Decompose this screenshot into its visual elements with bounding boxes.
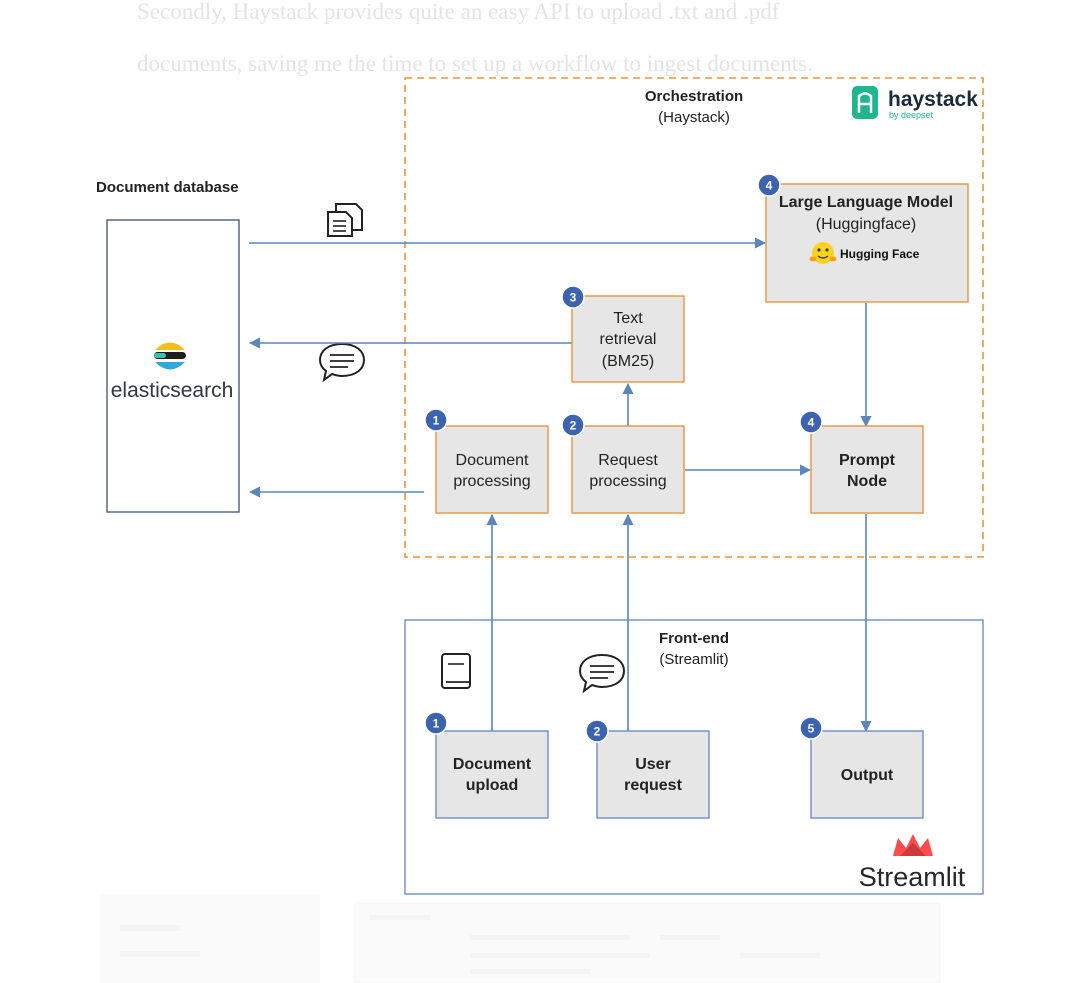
prompt-node-line-1: Prompt <box>839 452 896 469</box>
document-processing-line-1: Document <box>456 452 529 469</box>
document-processing-box <box>435 425 549 514</box>
output-label: Output <box>841 767 894 784</box>
haystack-wordmark: haystack <box>888 88 978 111</box>
user-request-line-2: request <box>624 777 682 794</box>
faded-background-screenshot <box>100 895 941 983</box>
document-processing-badge-number: 1 <box>433 414 440 428</box>
document-upload-badge: 1 <box>424 711 448 735</box>
hugging-face-wordmark: Hugging Face <box>840 247 920 261</box>
book-icon <box>441 653 471 689</box>
frontend-subtitle: (Streamlit) <box>659 651 728 668</box>
streamlit-crown-icon <box>893 834 933 856</box>
text-retrieval-line-3: (BM25) <box>602 353 654 370</box>
document-upload-line-1: Document <box>453 756 532 773</box>
streamlit-logo: Streamlit <box>859 834 966 892</box>
article-line-1: Secondly, Haystack provides quite an eas… <box>137 0 780 24</box>
document-processing-badge: 1 <box>424 408 448 432</box>
streamlit-wordmark: Streamlit <box>859 862 966 892</box>
elasticsearch-logo: elasticsearch <box>111 342 234 402</box>
elasticsearch-wordmark: elasticsearch <box>111 379 234 402</box>
documents-icon <box>327 203 363 237</box>
text-retrieval-badge: 3 <box>561 285 585 309</box>
llm-badge: 4 <box>757 173 781 197</box>
request-processing-badge-number: 2 <box>570 419 577 433</box>
frontend-container <box>404 619 984 895</box>
text-retrieval-badge-number: 3 <box>570 291 577 305</box>
output-box <box>810 730 924 819</box>
user-chat-icon <box>578 653 626 694</box>
request-processing-line-1: Request <box>598 452 658 469</box>
output-badge-number: 5 <box>808 722 815 736</box>
prompt-node-line-2: Node <box>847 473 887 490</box>
orchestration-subtitle: (Haystack) <box>658 109 730 126</box>
text-retrieval-box <box>571 295 685 383</box>
output-badge: 5 <box>799 716 823 740</box>
prompt-node-badge-number: 4 <box>808 416 815 430</box>
llm-title: Large Language Model <box>779 194 953 211</box>
request-processing-box <box>571 425 685 514</box>
document-upload-line-2: upload <box>466 777 518 794</box>
document-upload-badge-number: 1 <box>433 717 440 731</box>
document-database-title: Document database <box>96 179 239 196</box>
text-retrieval-line-2: retrieval <box>600 331 657 348</box>
llm-box <box>765 183 969 303</box>
text-retrieval-line-1: Text <box>613 310 643 327</box>
haystack-icon <box>852 86 878 119</box>
prompt-node-badge: 4 <box>799 410 823 434</box>
user-request-line-1: User <box>635 756 671 773</box>
article-line-2: documents, saving me the time to set up … <box>137 51 813 76</box>
document-upload-box <box>435 730 549 819</box>
article-text: Secondly, Haystack provides quite an eas… <box>137 0 997 90</box>
elasticsearch-icon <box>154 342 186 370</box>
llm-badge-number: 4 <box>766 179 773 193</box>
haystack-logo: haystack by deepset <box>852 86 978 120</box>
haystack-tagline: by deepset <box>889 110 934 120</box>
document-processing-line-2: processing <box>453 473 530 490</box>
orchestration-container <box>404 77 984 558</box>
request-processing-badge: 2 <box>561 413 585 437</box>
prompt-node-box <box>810 425 924 514</box>
hugging-face-icon <box>809 242 837 264</box>
llm-subtitle: (Huggingface) <box>816 216 917 233</box>
user-request-badge-number: 2 <box>594 725 601 739</box>
chat-icon <box>318 342 366 383</box>
request-processing-line-2: processing <box>589 473 666 490</box>
user-request-box <box>596 730 710 819</box>
orchestration-title: Orchestration <box>645 88 743 105</box>
frontend-title: Front-end <box>659 630 729 647</box>
user-request-badge: 2 <box>585 719 609 743</box>
hugging-face-logo: Hugging Face <box>809 242 920 264</box>
